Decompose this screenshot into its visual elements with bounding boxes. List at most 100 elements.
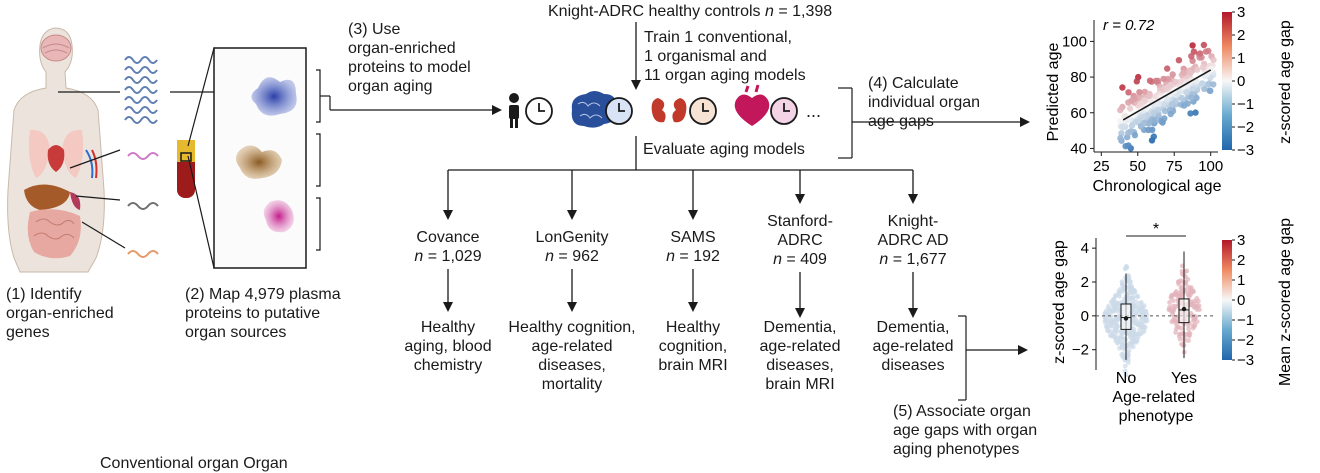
human-anatomy-illustration (7, 27, 105, 273)
swarm-point (1132, 321, 1137, 326)
swarm-point (1121, 286, 1127, 292)
scatter-point (1119, 84, 1126, 91)
step-5-label: (5) Associate organ age gaps with organ … (893, 403, 1038, 458)
swarm-point (1169, 292, 1175, 298)
swarm-point (1119, 279, 1125, 285)
box-plot-axes: 420−2 (1072, 238, 1214, 370)
swarm-point (1119, 330, 1124, 336)
scatter-point (1210, 56, 1217, 64)
box-plot-y-tick-label: 4 (1081, 240, 1089, 257)
swarm-point (1126, 348, 1132, 353)
swarm-point (1130, 344, 1136, 350)
swarm-point (1174, 291, 1179, 297)
scatter-y-label: Predicted age (1045, 43, 1062, 142)
scatter-point (1205, 47, 1212, 55)
scatter-colorbar-tick-label: −2 (1237, 119, 1254, 136)
box-plot-y-tick-label: 0 (1081, 308, 1089, 325)
cohort-outcomes: Healthy cognition, brain MRI (658, 319, 728, 374)
scatter-point (1160, 75, 1167, 83)
scatter-point (1117, 134, 1124, 142)
cohort-outcomes: Healthy aging, blood chemistry (404, 319, 492, 374)
box-plot-boxes (1120, 251, 1190, 360)
scatter-point (1188, 94, 1195, 101)
scatter-point (1131, 132, 1139, 139)
swarm-point (1105, 324, 1110, 330)
scatter-point (1172, 78, 1179, 86)
scatter-point (1192, 109, 1199, 116)
swarm-point (1179, 269, 1185, 274)
step-1-label: (1) Identify organ-enriched genes (6, 286, 114, 341)
swarm-point (1115, 314, 1121, 319)
swarm-point (1139, 305, 1144, 310)
scatter-point (1207, 87, 1214, 95)
scatter-colorbar-tick-label: 2 (1237, 27, 1245, 44)
swarm-point (1176, 281, 1182, 287)
gene-strands (124, 56, 159, 258)
outcome-arrows (443, 269, 918, 318)
swarm-point (1102, 318, 1108, 324)
significance-star: * (1153, 221, 1159, 238)
scatter-y-tick-label: 60 (1070, 105, 1087, 122)
scatter-colorbar-tick-label: 3 (1237, 4, 1245, 21)
swarm-point (1127, 280, 1133, 286)
swarm-point (1171, 307, 1177, 313)
cohort-sample-size: n = 1,677 (879, 251, 947, 268)
box-plot-category-yes: Yes (1171, 370, 1197, 387)
scatter-point (1158, 117, 1165, 125)
scatter-point (1167, 110, 1174, 118)
scatter-x-tick-label: 50 (1129, 158, 1146, 175)
swarm-point (1175, 324, 1180, 329)
cohort-title: Knight-ADRC healthy controls n = 1,398 (548, 3, 833, 20)
swarm-point (1192, 303, 1198, 309)
swarm-point (1185, 277, 1191, 282)
cohort-name: SAMS (670, 229, 716, 246)
scatter-x-tick-label: 25 (1093, 158, 1110, 175)
box-plot-colorbar-tick-label: 3 (1237, 232, 1245, 249)
scatter-point (1200, 41, 1208, 49)
swarm-point (1192, 324, 1197, 329)
swarm-point (1172, 317, 1177, 323)
swarm-point (1167, 300, 1172, 305)
step-3-label: (3) Use organ-enriched proteins to model… (348, 21, 471, 95)
swarm-point (1186, 338, 1191, 343)
scatter-x-tick-label: 75 (1166, 158, 1183, 175)
more-models-ellipsis: ... (806, 101, 822, 121)
scatter-y-tick-label: 80 (1070, 69, 1087, 86)
box-mean-marker (1181, 306, 1187, 312)
scatter-point (1146, 77, 1154, 84)
swarm-point (1125, 360, 1131, 365)
swarm-point (1121, 336, 1126, 342)
swarm-point (1122, 368, 1128, 374)
box-plot-swarm (1102, 263, 1202, 378)
zoom-lines (187, 47, 215, 269)
swarm-point (1126, 291, 1132, 296)
swarm-point (1135, 331, 1141, 337)
cohort-sample-size: n = 409 (773, 251, 827, 268)
swarm-point (1110, 333, 1116, 339)
cohort-outcomes: Healthy cognition, age-related diseases,… (508, 319, 636, 393)
step-2-label: (2) Map 4,979 plasma proteins to putativ… (185, 286, 341, 341)
swarm-point (1115, 306, 1121, 311)
swarm-point (1186, 326, 1191, 332)
swarm-point (1119, 345, 1124, 350)
plasma-protein-blobs (236, 77, 297, 233)
box-plot-category-no: No (1116, 370, 1137, 387)
swarm-point (1134, 293, 1140, 299)
scatter-point (1164, 65, 1171, 72)
swarm-point (1132, 303, 1138, 309)
swarm-point (1185, 284, 1191, 290)
scatter-point (1196, 50, 1204, 57)
scatter-point (1122, 143, 1129, 150)
swarm-point (1137, 327, 1142, 333)
scatter-point (1193, 94, 1200, 102)
scatter-point (1178, 94, 1186, 102)
box-plot-colorbar (1222, 240, 1232, 360)
step-4-label: (4) Calculate individual organ age gaps (868, 75, 981, 130)
brain-model-icon (571, 91, 633, 128)
swarm-point (1185, 291, 1191, 297)
swarm-point (1191, 318, 1196, 324)
